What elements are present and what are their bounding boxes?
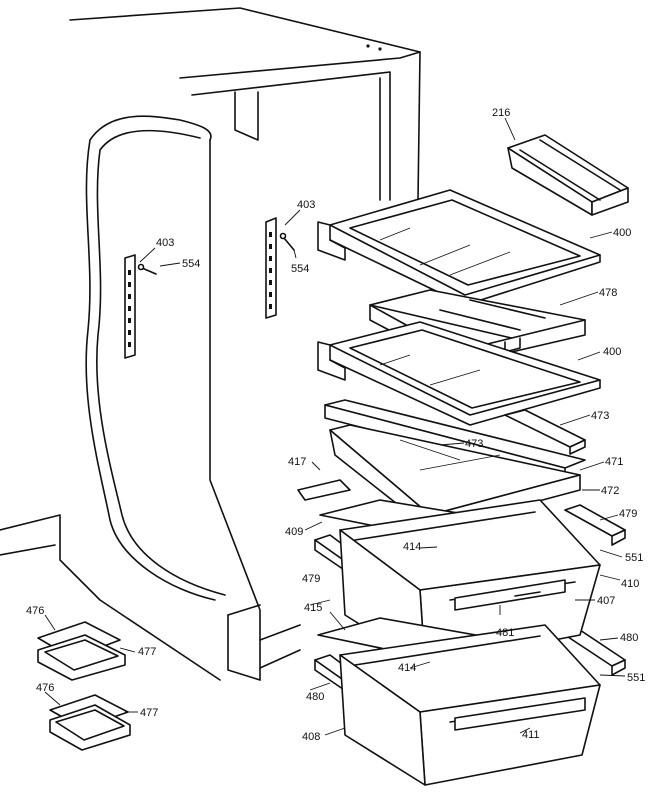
label-417: 417: [288, 456, 306, 468]
label-411: 411: [522, 729, 540, 741]
label-477-lower: 477: [140, 707, 158, 719]
label-473-center: 473: [465, 438, 483, 450]
label-403-right: 403: [297, 199, 315, 211]
small-pan-lower: [49, 694, 131, 751]
label-480-right: 480: [620, 632, 638, 644]
label-471: 471: [605, 456, 623, 468]
label-408: 408: [302, 731, 320, 743]
screw-right: [279, 232, 295, 251]
label-479-right: 479: [619, 508, 637, 520]
label-551-upper: 551: [625, 552, 643, 564]
label-472: 472: [601, 485, 619, 497]
label-403-left: 403: [156, 237, 174, 249]
slide-rail-479-right: [564, 504, 626, 546]
label-473-right: 473: [591, 410, 609, 422]
small-pan-upper: [37, 621, 126, 681]
label-477-upper: 477: [138, 646, 156, 658]
glass-shelf-top: [317, 189, 601, 306]
leader-lines: [44, 117, 626, 736]
label-481: 481: [496, 627, 514, 639]
label-478: 478: [599, 287, 617, 299]
label-476-upper: 476: [26, 605, 44, 617]
label-551-lower: 551: [627, 672, 645, 684]
label-410: 410: [621, 578, 639, 590]
upper-drawer: [339, 499, 601, 666]
shelf-rail-left: [124, 254, 136, 359]
label-415: 415: [304, 602, 322, 614]
slide-rail-473: [504, 409, 586, 455]
label-407: 407: [597, 595, 615, 607]
crisper-cover: [324, 399, 586, 531]
slide-rail-417: [297, 479, 351, 501]
label-479-left: 479: [302, 573, 320, 585]
label-414-lower: 414: [398, 662, 416, 674]
shelf-rail-right: [265, 217, 277, 319]
part-labels: 216 400 403 554 403 554 478 400 473 473 …: [26, 107, 645, 743]
label-409: 409: [285, 526, 303, 538]
cabinet: [0, 7, 421, 681]
glass-shelf-lower: [317, 321, 601, 426]
lower-drawer: [339, 624, 601, 786]
label-216: 216: [492, 107, 510, 119]
label-414-upper: 414: [403, 541, 421, 553]
label-476-lower: 476: [36, 682, 54, 694]
label-400-lower: 400: [603, 346, 621, 358]
door-bin: [507, 134, 629, 216]
label-554-left: 554: [182, 258, 200, 270]
label-400-top: 400: [613, 227, 631, 239]
label-480-left: 480: [306, 691, 324, 703]
screw-left: [137, 263, 157, 275]
label-554-right: 554: [291, 263, 309, 275]
